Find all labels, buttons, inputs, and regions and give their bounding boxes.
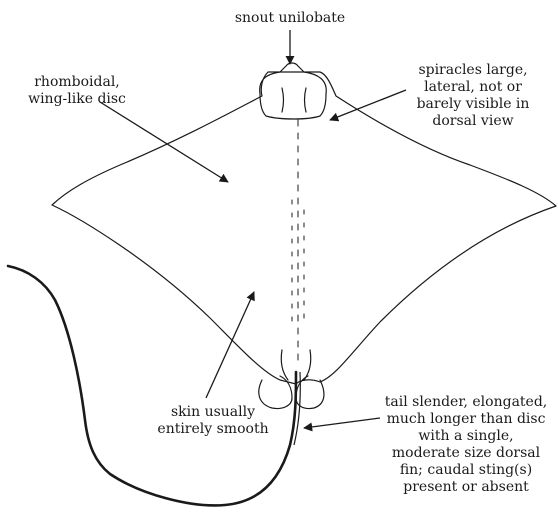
snout-label: snout unilobate — [230, 10, 350, 27]
clasper-left — [281, 350, 288, 380]
tail-label-line-2: much longer than disc — [376, 411, 556, 428]
tail-label-line-5: fin; caudal sting(s) — [376, 462, 556, 479]
disc-label-line-1: rhomboidal, — [12, 74, 142, 91]
spiracles-label-line-3: barely visible in — [398, 96, 548, 113]
skin-label-line-1: skin usually — [148, 404, 278, 421]
snout-label-line: snout unilobate — [230, 10, 350, 27]
tail-label-line-1: tail slender, elongated, — [376, 394, 556, 411]
disc-label-line-2: wing-like disc — [12, 91, 142, 108]
spiracles-label: spiracles large, lateral, not or barely … — [398, 62, 548, 130]
disc-label: rhomboidal, wing-like disc — [12, 74, 142, 108]
skin-label: skin usually entirely smooth — [148, 404, 278, 438]
arrow-disc — [100, 102, 228, 182]
tail-outline — [8, 266, 296, 505]
tail-label-line-4: moderate size dorsal — [376, 445, 556, 462]
snout-groove-right — [305, 88, 307, 112]
tail-label: tail slender, elongated, much longer tha… — [376, 394, 556, 496]
arrow-tail — [304, 418, 380, 428]
spiracles-label-line-1: spiracles large, — [398, 62, 548, 79]
clasper-right — [304, 350, 311, 380]
snout-groove-left — [282, 88, 284, 112]
spiracles-label-line-2: lateral, not or — [398, 79, 548, 96]
skin-label-line-2: entirely smooth — [148, 421, 278, 438]
spiracles-label-line-4: dorsal view — [398, 113, 548, 130]
tail-label-line-6: present or absent — [376, 479, 556, 496]
arrow-skin — [206, 292, 254, 398]
tail-label-line-3: with a single, — [376, 428, 556, 445]
